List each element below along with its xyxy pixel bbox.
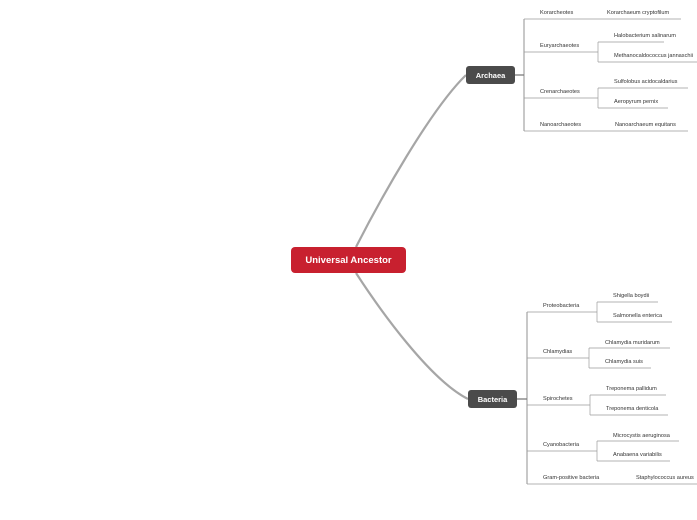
species-treponema-denticola[interactable]: Treponema denticola bbox=[606, 406, 659, 412]
connector-root-bacteria bbox=[355, 272, 469, 400]
connector-root-archaea bbox=[355, 74, 467, 248]
group-crenarchaeotes[interactable]: Crenarchaeotes bbox=[540, 89, 580, 95]
group-korarcheotes[interactable]: Korarcheotes bbox=[540, 10, 574, 16]
species-halobacterium-salinarum[interactable]: Halobacterium salinarum bbox=[614, 33, 676, 39]
group-gram-positive-bacteria[interactable]: Gram-positive bacteria bbox=[543, 475, 600, 481]
domain-node-bacteria[interactable]: Bacteria bbox=[468, 390, 517, 408]
group-nanoarchaeotes[interactable]: Nanoarchaeotes bbox=[540, 122, 582, 128]
species-shigella-boydii[interactable]: Shigella boydii bbox=[613, 293, 650, 299]
species-treponema-pallidum[interactable]: Treponema pallidum bbox=[606, 386, 657, 392]
species-chlamydia-suis[interactable]: Chlamydia suis bbox=[605, 359, 643, 365]
species-salmonella-enterica[interactable]: Salmonella enterica bbox=[613, 313, 663, 319]
species-methanocaldococcus-jannaschii[interactable]: Methanocaldococcus jannaschii bbox=[614, 53, 693, 59]
species-anabaena-variabilis[interactable]: Anabaena variabilis bbox=[613, 452, 662, 458]
group-spirochetes[interactable]: Spirochetes bbox=[543, 396, 573, 402]
group-chlamydias[interactable]: Chlamydias bbox=[543, 349, 573, 355]
domain-node-archaea[interactable]: Archaea bbox=[466, 66, 515, 84]
species-nanoarchaeum-equitans[interactable]: Nanoarchaeum equitans bbox=[615, 122, 676, 128]
species-sulfolobus-acidocaldarius[interactable]: Sulfolobus acidocaldarius bbox=[614, 79, 678, 85]
group-cyanobacteria[interactable]: Cyanobacteria bbox=[543, 442, 580, 448]
species-staphylococcus-aureus[interactable]: Staphylococcus aureus bbox=[636, 475, 694, 481]
species-aeropyrum-pernix[interactable]: Aeropyrum pernix bbox=[614, 99, 659, 105]
species-microcystis-aeruginosa[interactable]: Microcystis aeruginosa bbox=[613, 433, 670, 439]
root-node-universal-ancestor[interactable]: Universal Ancestor bbox=[291, 247, 406, 273]
group-proteobacteria[interactable]: Proteobacteria bbox=[543, 303, 580, 309]
group-euryarchaeotes[interactable]: Euryarchaeotes bbox=[540, 43, 580, 49]
species-korarchaeum-cryptofilum[interactable]: Korarchaeum cryptofilum bbox=[607, 10, 670, 16]
species-chlamydia-muridarum[interactable]: Chlamydia muridarum bbox=[605, 340, 660, 346]
